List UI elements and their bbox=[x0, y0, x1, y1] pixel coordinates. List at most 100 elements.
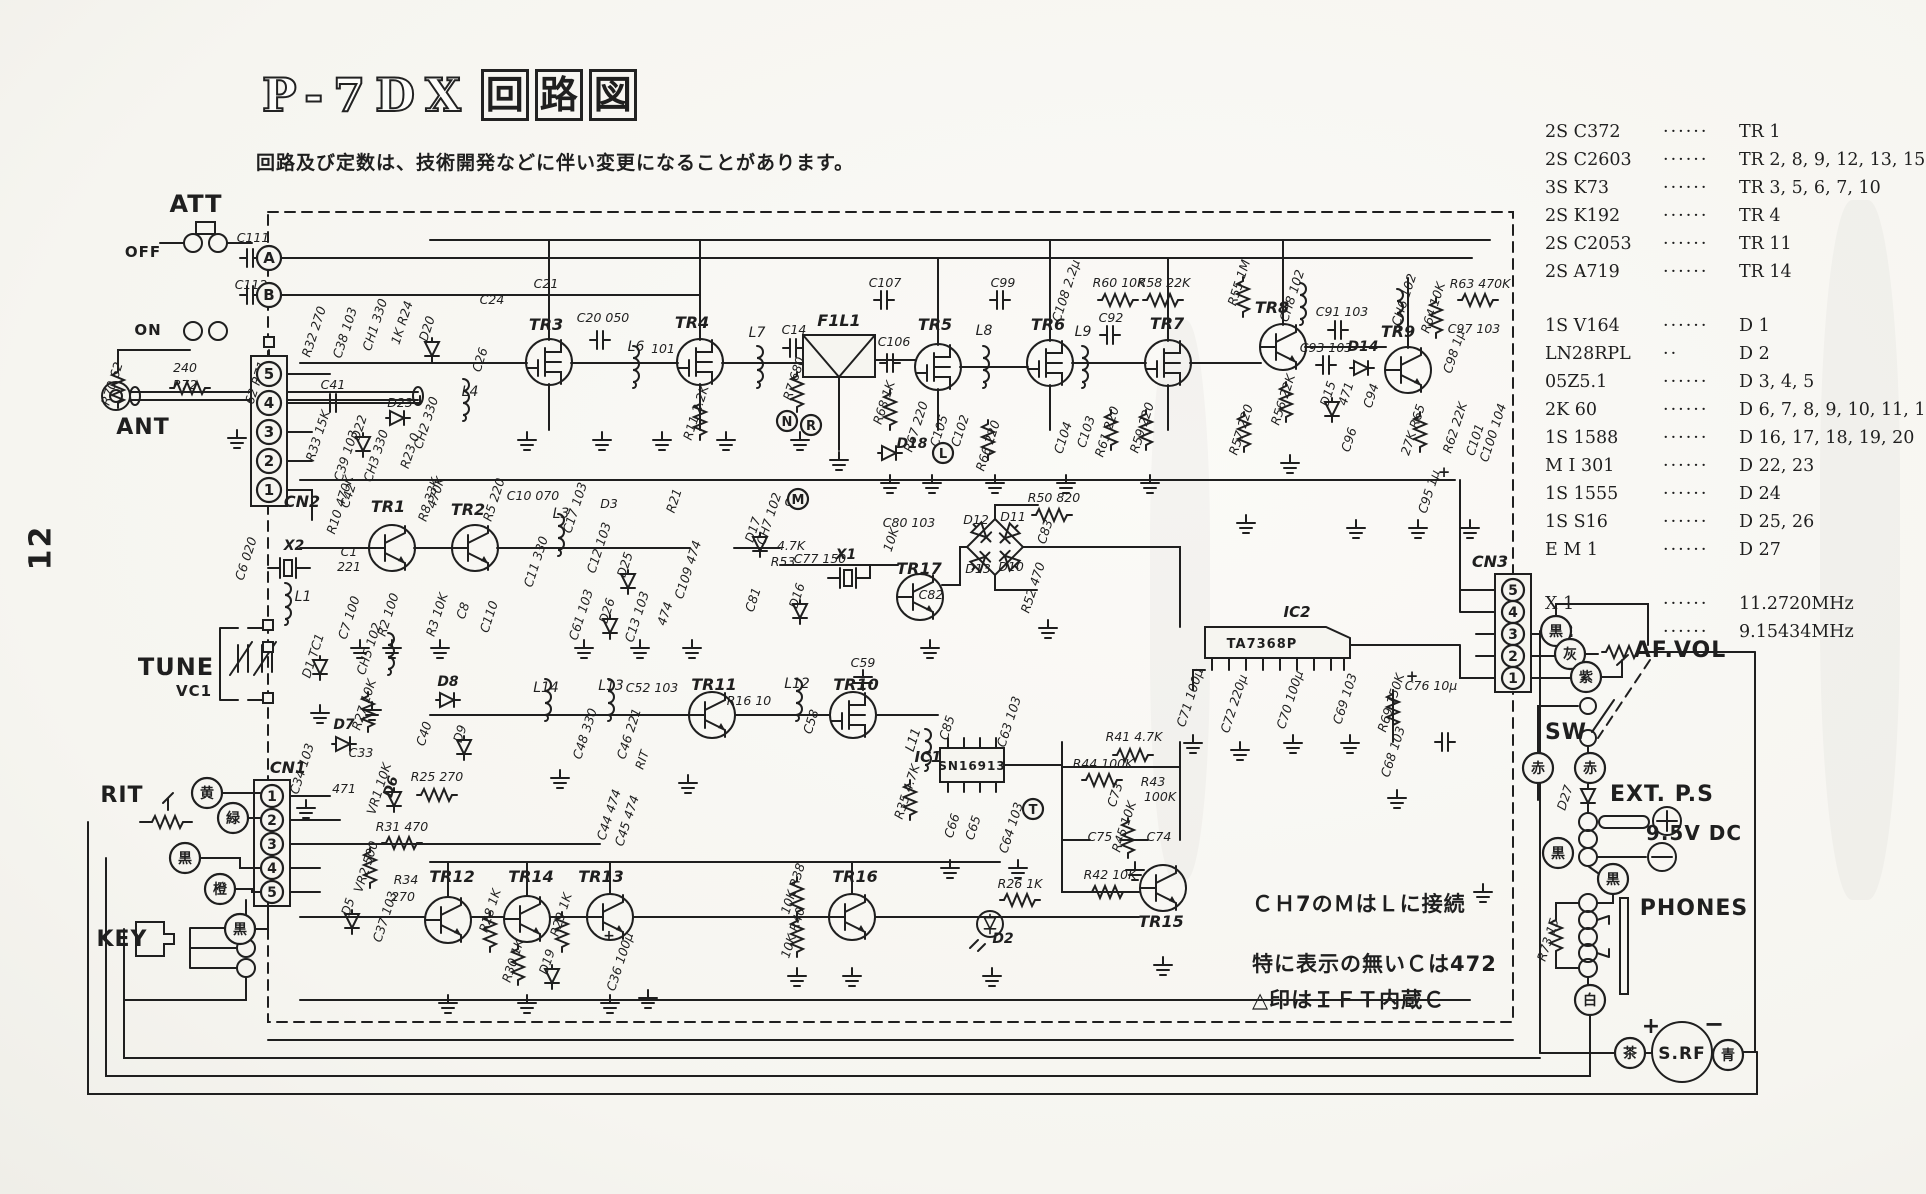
component-label-D19: D19 bbox=[536, 947, 558, 976]
wire-color-dot: 白 bbox=[1573, 983, 1607, 1017]
component-label-EXT.-P.S: EXT. P.S bbox=[1610, 782, 1714, 807]
component-label-L3: L3 bbox=[553, 506, 570, 522]
crystal-x1 bbox=[827, 564, 871, 589]
parts-ref: D 2 bbox=[1739, 344, 1770, 364]
component-label-D20: D20 bbox=[416, 314, 438, 343]
component-label-TR15: TR15 bbox=[1138, 912, 1184, 931]
connector-pin-cn2-5: 5 bbox=[255, 360, 283, 388]
svg-text:5: 5 bbox=[267, 885, 277, 901]
component-label-D16: D16 bbox=[786, 581, 808, 610]
component-label-TR12: TR12 bbox=[429, 867, 475, 886]
svg-text:4: 4 bbox=[267, 861, 277, 877]
component-label-C13-103: C13 103 bbox=[621, 589, 651, 644]
connector-pin-cn1-2: 2 bbox=[259, 807, 285, 833]
wire-color-dot: 灰 bbox=[1553, 637, 1587, 671]
node-T: T bbox=[1021, 797, 1045, 821]
node-N: N bbox=[775, 409, 799, 433]
parts-row: E M 1······D 27 bbox=[1545, 536, 1926, 564]
component-label-C59: C59 bbox=[851, 655, 876, 670]
component-label-C64-103: C64 103 bbox=[995, 800, 1025, 855]
component-label-F1L1: F1L1 bbox=[817, 311, 860, 330]
component-label-C73: C73 bbox=[1104, 781, 1126, 809]
component-label-R16-10: R16 10 bbox=[727, 693, 772, 708]
parts-ref: D 27 bbox=[1739, 540, 1781, 560]
component-label-L14: L14 bbox=[533, 680, 559, 696]
component-label-CN1: CN1 bbox=[270, 758, 306, 777]
component-label-R58-22K: R58 22K bbox=[1138, 275, 1192, 290]
title-model: P-7DX bbox=[261, 67, 471, 123]
component-label-270: 270 bbox=[391, 889, 415, 904]
component-label-D23: D23 bbox=[387, 395, 413, 410]
component-label-ON: ON bbox=[134, 321, 161, 339]
parts-part: E M 1 bbox=[1545, 540, 1598, 560]
parts-ref: D 6, 7, 8, 9, 10, 11, 12, 13, 14, 15 bbox=[1739, 400, 1926, 420]
component-label-D14: D14 bbox=[1347, 339, 1378, 355]
component-label-C69-103: C69 103 bbox=[1329, 671, 1359, 726]
parts-dots: ······ bbox=[1663, 178, 1709, 198]
component-label-+: + bbox=[1438, 463, 1451, 481]
svg-text:3: 3 bbox=[1508, 627, 1518, 643]
component-label-C77-150: C77 150 bbox=[794, 551, 847, 566]
tune-variable-capacitor bbox=[219, 619, 277, 704]
power-switch-sw bbox=[1537, 697, 1615, 801]
connector-pin-cn2-3: 3 bbox=[255, 418, 283, 446]
key-jack bbox=[123, 899, 256, 1001]
component-label-IC2: IC2 bbox=[1283, 603, 1310, 621]
parts-dots: ······ bbox=[1663, 122, 1709, 142]
svg-text:白: 白 bbox=[1583, 992, 1597, 1009]
parts-ref: D 16, 17, 18, 19, 20 bbox=[1739, 428, 1915, 448]
parts-ref: TR 14 bbox=[1739, 262, 1792, 282]
wire-color-dot: 黒 bbox=[1539, 614, 1573, 648]
parts-part: M I 301 bbox=[1545, 456, 1615, 476]
component-label-C91-103: C91 103 bbox=[1316, 304, 1369, 319]
parts-row: 2S A719······TR 14 bbox=[1545, 258, 1926, 286]
component-label-C40: C40 bbox=[413, 720, 435, 748]
connector-pin-cn2-1: 1 bbox=[255, 476, 283, 504]
component-label-C102: C102 bbox=[948, 413, 972, 449]
connector-pin-cn1-5: 5 bbox=[259, 879, 285, 905]
parts-ref: 9.15434MHz bbox=[1739, 622, 1854, 642]
parts-ref: D 3, 4, 5 bbox=[1739, 372, 1815, 392]
node-R: R bbox=[799, 413, 823, 437]
component-label-471: 471 bbox=[1335, 380, 1357, 407]
component-label-D7: D7 bbox=[333, 717, 355, 733]
svg-text:茶: 茶 bbox=[1622, 1045, 1638, 1062]
component-label-C6-020: C6 020 bbox=[232, 535, 260, 582]
ic1-sn16913 bbox=[939, 737, 1005, 793]
svg-text:1: 1 bbox=[264, 481, 274, 499]
parts-row: 2S C2053······TR 11 bbox=[1545, 230, 1926, 258]
component-label-474: 474 bbox=[654, 600, 676, 627]
component-label-−: − bbox=[1704, 1010, 1724, 1038]
page-title: P-7DX 回路図 bbox=[261, 67, 637, 123]
component-label-C72-220μ: C72 220μ bbox=[1217, 673, 1250, 735]
svg-text:B: B bbox=[263, 286, 274, 304]
component-label-SN16913: SN16913 bbox=[938, 759, 1005, 773]
component-label-TR2: TR2 bbox=[451, 500, 485, 519]
component-label-D26: D26 bbox=[596, 596, 618, 625]
wire-color-dot: 赤 bbox=[1521, 751, 1555, 785]
parts-dots: ·· bbox=[1663, 344, 1679, 364]
component-label-RIT: RIT bbox=[100, 783, 143, 808]
svg-text:2: 2 bbox=[264, 452, 274, 470]
component-label-TR11: TR11 bbox=[691, 675, 737, 694]
filter-f1l1 bbox=[802, 334, 876, 451]
component-label-C85: C85 bbox=[936, 714, 958, 742]
parts-part: 2S C2053 bbox=[1545, 234, 1632, 254]
component-label-C111: C111 bbox=[237, 230, 270, 245]
parts-row: 2S C372······TR 1 bbox=[1545, 118, 1926, 146]
component-label-L13: L13 bbox=[598, 678, 624, 694]
connector-pin-cn1-4: 4 bbox=[259, 855, 285, 881]
parts-dots: ······ bbox=[1663, 150, 1709, 170]
component-label-R31-470: R31 470 bbox=[376, 819, 428, 834]
component-label-D11: D11 bbox=[1000, 509, 1026, 524]
svg-text:4: 4 bbox=[1508, 605, 1518, 621]
connector-pin-cn3-3: 3 bbox=[1500, 621, 1526, 647]
component-label-R69-150K: R69 150K bbox=[1374, 670, 1408, 734]
component-label-C76-10μ: C76 10μ bbox=[1405, 678, 1458, 693]
parts-part: 2S K192 bbox=[1545, 206, 1621, 226]
svg-text:5: 5 bbox=[264, 365, 274, 383]
ic2-ta7368p bbox=[1192, 626, 1351, 691]
parts-row: 1S S16······D 25, 26 bbox=[1545, 508, 1926, 536]
title-kanji-char: 回 bbox=[480, 69, 529, 121]
